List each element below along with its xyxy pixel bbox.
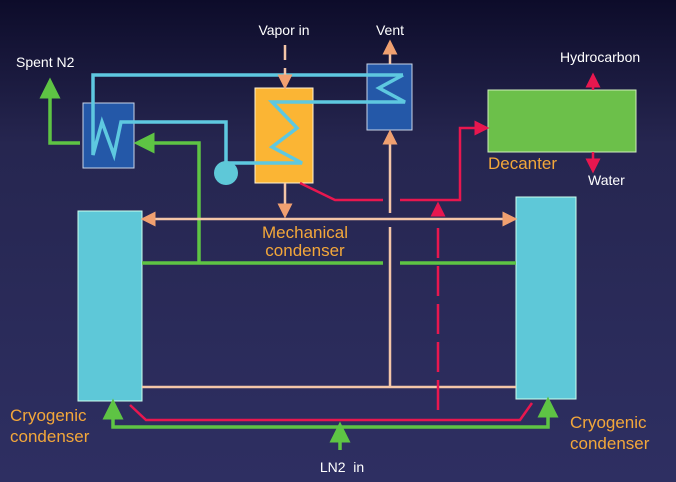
nitrogen-lines	[39, 77, 559, 450]
vapor-return-line	[142, 227, 516, 389]
left-cryogenic-label: Cryogenic	[10, 406, 87, 425]
n2-return-line	[133, 132, 201, 263]
spent-n2-line	[39, 77, 80, 145]
coolant-line	[91, 73, 403, 163]
coolant-line	[226, 73, 406, 165]
decanter-tank	[487, 89, 637, 153]
cryo-drain-line	[129, 402, 534, 422]
left-cryogenic-label: condenser	[10, 427, 90, 446]
condensate-line	[400, 120, 490, 202]
vapor-lines	[140, 39, 518, 389]
left-cryogenic-condenser	[77, 210, 143, 402]
ln2-left-line	[102, 398, 340, 429]
ln2-in-label: LN2 in	[320, 459, 364, 475]
liquid-lines	[129, 72, 601, 422]
vapor-in-label: Vapor in	[258, 22, 309, 38]
coolant-loop	[91, 73, 406, 165]
right-cryogenic-label: condenser	[570, 434, 650, 453]
right-cryogenic-label: Cryogenic	[570, 413, 647, 432]
pump-icon	[214, 161, 238, 185]
mechanical-condenser-label: condenser	[265, 241, 345, 260]
decanter-label: Decanter	[488, 154, 557, 173]
right-cryogenic-condenser	[515, 196, 577, 400]
spent-n2-label: Spent N2	[16, 54, 75, 70]
mechanical-condenser-label: Mechanical	[262, 223, 348, 242]
vent-label: Vent	[376, 22, 404, 38]
hydrocarbon-label: Hydrocarbon	[560, 49, 640, 65]
condensate-line	[299, 181, 383, 202]
mechanical-condenser	[254, 87, 314, 184]
ln2-right-line	[340, 396, 559, 429]
water-label: Water	[588, 172, 625, 188]
